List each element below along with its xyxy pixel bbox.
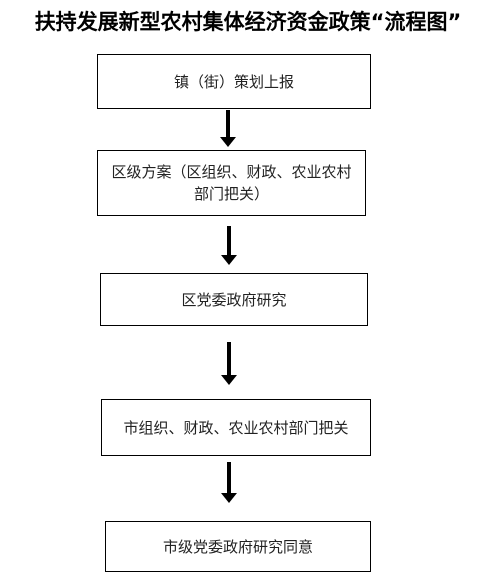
down-arrow-icon	[221, 342, 237, 386]
step-box-5: 市级党委政府研究同意	[105, 521, 371, 572]
page-title: 扶持发展新型农村集体经济资金政策“流程图”	[34, 10, 462, 34]
arrow-shaft	[227, 342, 231, 376]
arrow-shaft	[227, 462, 231, 494]
step-label-1: 镇（街）策划上报	[173, 72, 294, 91]
step-label-4: 市组织、财政、农业农村部门把关	[123, 418, 349, 437]
arrow-head	[220, 137, 236, 147]
down-arrow-icon	[220, 110, 236, 148]
step-label-3: 区党委政府研究	[181, 290, 287, 309]
down-arrow-icon	[221, 462, 237, 504]
arrow-head	[221, 493, 237, 503]
step-box-1: 镇（街）策划上报	[97, 54, 371, 109]
step-label-2-line1: 区级方案（区组织、财政、农业农村	[111, 163, 352, 181]
step-label-2-line2: 部门把关）	[193, 185, 269, 203]
step-box-2: 区级方案（区组织、财政、农业农村 部门把关）	[97, 150, 366, 216]
step-label-5: 市级党委政府研究同意	[162, 537, 313, 556]
arrow-head	[221, 255, 237, 265]
down-arrow-icon	[221, 226, 237, 266]
arrow-shaft	[227, 226, 231, 256]
arrow-head	[221, 375, 237, 385]
step-box-4: 市组织、财政、农业农村部门把关	[101, 399, 371, 456]
step-box-3: 区党委政府研究	[100, 273, 368, 326]
arrow-shaft	[226, 110, 230, 138]
